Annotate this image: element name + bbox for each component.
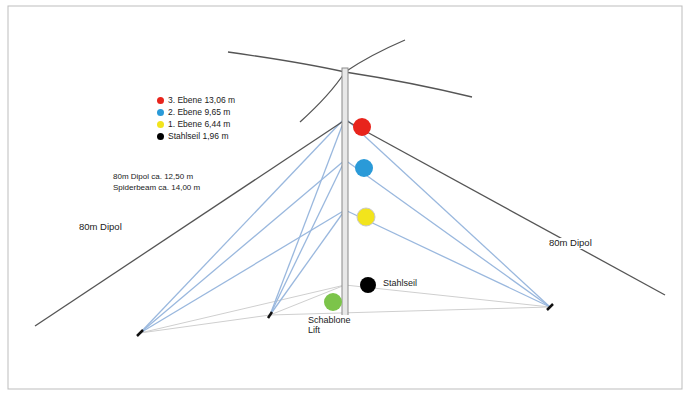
legend-row: Stahlseil 1,96 m xyxy=(157,131,228,141)
mast xyxy=(342,68,348,330)
level-dot xyxy=(357,208,375,226)
dimension-note: Spiderbeam ca. 14,00 m xyxy=(112,183,201,192)
antenna-label: 80m Dipol xyxy=(78,222,123,233)
legend-swatch xyxy=(157,133,164,140)
legend-swatch xyxy=(157,97,164,104)
spiderbeam-arm xyxy=(228,52,472,97)
dipole-wire xyxy=(35,120,345,326)
legend-swatch xyxy=(157,109,164,116)
part-label: Schablone Lift xyxy=(307,315,361,336)
dimension-note: 80m Dipol ca. 12,50 m xyxy=(112,172,194,181)
anchor xyxy=(137,304,553,336)
level-dot xyxy=(353,118,371,136)
spiderbeam-arm xyxy=(300,40,405,122)
legend-text: 3. Ebene 13,06 m xyxy=(168,95,235,105)
legend-text: 2. Ebene 9,65 m xyxy=(168,107,230,117)
part-label: Stahlseil xyxy=(382,278,418,288)
antenna-label: 80m Dipol xyxy=(548,238,593,249)
legend-text: 1. Ebene 6,44 m xyxy=(168,119,230,129)
legend-row: 1. Ebene 6,44 m xyxy=(157,119,230,129)
frame xyxy=(8,6,682,389)
level-dot xyxy=(324,293,342,311)
dipole-wire xyxy=(345,120,665,295)
legend-row: 2. Ebene 9,65 m xyxy=(157,107,230,117)
legend-text: Stahlseil 1,96 m xyxy=(168,131,228,141)
legend-swatch xyxy=(157,121,164,128)
level-dot xyxy=(355,159,373,177)
level-dot xyxy=(360,277,376,293)
legend-row: 3. Ebene 13,06 m xyxy=(157,95,235,105)
